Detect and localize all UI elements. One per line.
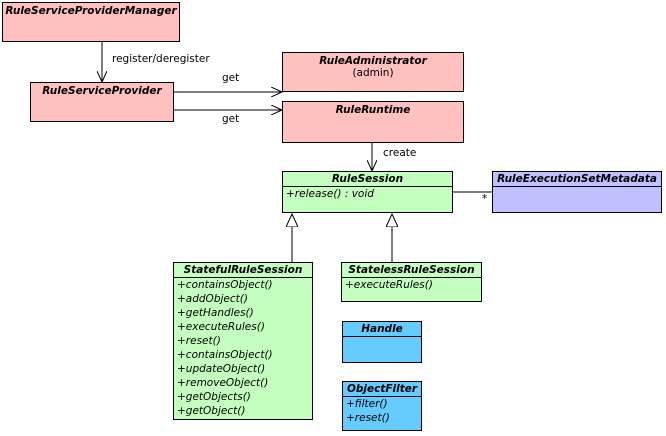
stateless-rule-session-class[interactable]: StatelessRuleSession +executeRules(): [341, 262, 482, 302]
class-name: Handle: [343, 322, 421, 337]
operation: +removeObject(): [177, 377, 269, 389]
stateful-rule-session-class[interactable]: StatefulRuleSession +containsObject() +a…: [173, 262, 313, 420]
operation: +release() : void: [286, 188, 374, 200]
get-runtime-label: get: [222, 113, 240, 125]
class-name: StatefulRuleSession: [174, 263, 312, 278]
operation: +executeRules(): [345, 279, 433, 291]
class-name: RuleSession: [283, 172, 452, 187]
rule-session-class[interactable]: RuleSession +release() : void: [282, 171, 453, 213]
stereotype-label: (admin): [352, 67, 394, 79]
operation: +addObject(): [177, 293, 248, 305]
rule-service-provider-manager-class[interactable]: RuleServiceProviderManager: [2, 2, 180, 42]
class-name: RuleServiceProviderManager: [5, 5, 177, 17]
class-name: RuleRuntime: [335, 104, 411, 116]
rule-execution-set-metadata-class[interactable]: RuleExecutionSetMetadata: [492, 171, 662, 213]
operation: +filter(): [346, 398, 388, 410]
rule-administrator-class[interactable]: RuleAdministrator (admin): [282, 52, 464, 92]
operation: +containsObject(): [177, 279, 273, 291]
multiplicity-label: *: [482, 193, 488, 205]
create-label: create: [383, 147, 417, 159]
rule-service-provider-class[interactable]: RuleServiceProvider: [30, 82, 174, 122]
operation: +updateObject(): [177, 363, 266, 375]
operation: +reset(): [177, 335, 221, 347]
operation: +getHandles(): [177, 307, 254, 319]
get-admin-label: get: [222, 72, 240, 84]
operation: +containsObject(): [177, 349, 273, 361]
class-name: RuleExecutionSetMetadata: [493, 172, 661, 187]
operation: +reset(): [346, 412, 390, 424]
class-name: RuleAdministrator: [319, 55, 427, 67]
object-filter-class[interactable]: ObjectFilter +filter() +reset(): [342, 381, 422, 431]
class-name: RuleServiceProvider: [42, 85, 162, 97]
rule-runtime-class[interactable]: RuleRuntime: [282, 101, 464, 143]
operation: +getObject(): [177, 405, 246, 417]
operation: +getObjects(): [177, 391, 251, 403]
register-label: register/deregister: [112, 53, 210, 65]
operation: +executeRules(): [177, 321, 265, 333]
handle-class[interactable]: Handle: [342, 321, 422, 363]
class-name: ObjectFilter: [343, 382, 421, 397]
class-name: StatelessRuleSession: [342, 263, 481, 278]
